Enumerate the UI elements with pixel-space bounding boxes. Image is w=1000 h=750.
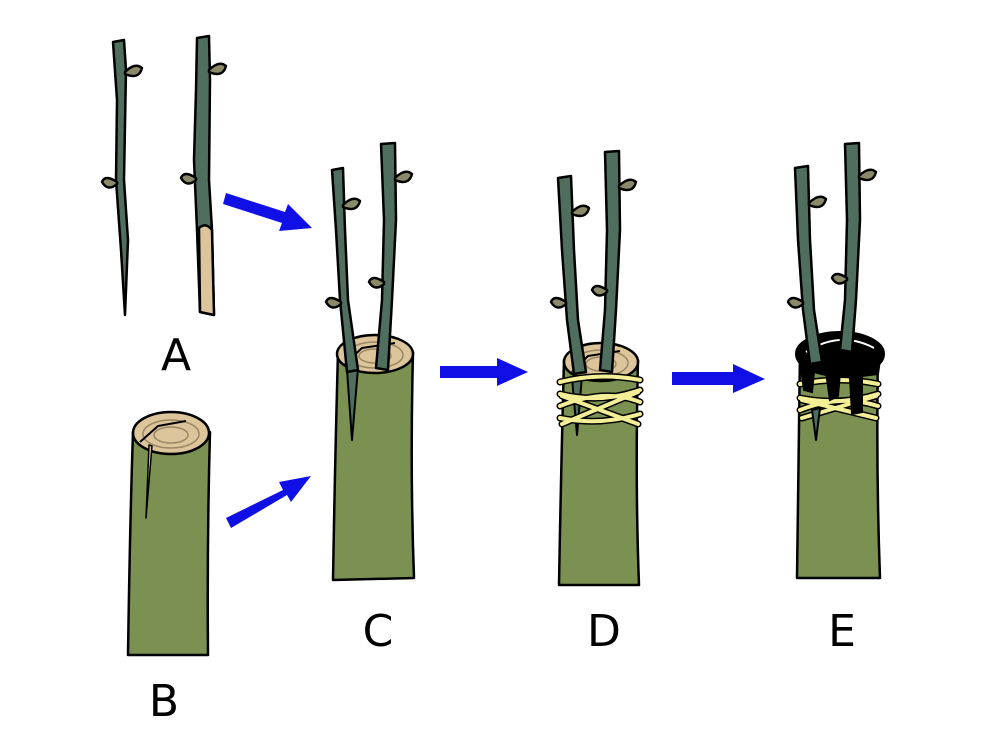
rootstock-c bbox=[331, 333, 416, 582]
label-a: A bbox=[160, 330, 192, 381]
scions-e bbox=[786, 141, 878, 441]
rootstock-b bbox=[126, 410, 212, 657]
label-d: D bbox=[587, 606, 621, 657]
label-e: E bbox=[828, 606, 856, 657]
label-b: B bbox=[148, 676, 180, 727]
scions-c bbox=[324, 141, 414, 374]
scions-d bbox=[549, 149, 638, 436]
scion-a-cut bbox=[179, 34, 228, 317]
arrow-c-to-d bbox=[440, 358, 528, 386]
arrow-b-to-c bbox=[226, 476, 311, 528]
twine-d bbox=[556, 372, 644, 428]
scion-a-plain bbox=[100, 38, 144, 317]
label-c: C bbox=[362, 606, 394, 657]
arrow-d-to-e bbox=[672, 364, 765, 393]
arrow-a-to-c bbox=[223, 193, 312, 231]
